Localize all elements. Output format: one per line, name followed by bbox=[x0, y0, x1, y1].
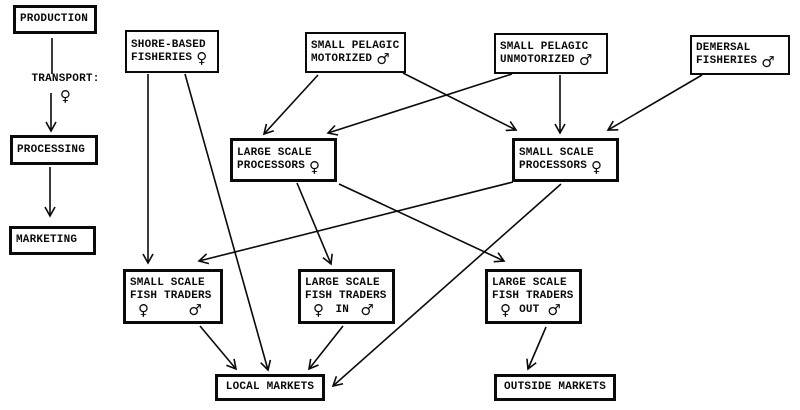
female-icon: ♀ bbox=[196, 49, 208, 67]
node-label: SMALL SCALE bbox=[130, 277, 205, 289]
female-icon: ♀ bbox=[59, 86, 72, 105]
node-label: FISHERIES bbox=[131, 51, 193, 64]
node-label: PRODUCTION bbox=[20, 13, 89, 25]
node-small-scale-fish-traders: SMALL SCALE FISH TRADERS ♀♂ bbox=[123, 269, 223, 324]
female-icon: ♀ bbox=[500, 301, 512, 319]
edge-pelagic_unmotorized-to-large_processors bbox=[326, 73, 513, 136]
node-label: PROCESSORS bbox=[237, 160, 306, 172]
node-label: FISHERIES bbox=[696, 55, 758, 67]
male-icon: ♂ bbox=[547, 301, 561, 319]
node-marketing: MARKETING bbox=[9, 226, 96, 255]
node-label: SMALL SCALE bbox=[519, 147, 594, 159]
male-icon: ♂ bbox=[578, 51, 593, 69]
node-production: PRODUCTION bbox=[13, 5, 97, 34]
female-icon: ♀ bbox=[313, 301, 325, 319]
node-label: TRANSPORT: bbox=[31, 72, 100, 85]
node-label: LOCAL MARKETS bbox=[225, 381, 315, 393]
edge-large_traders_in-to-local_markets bbox=[307, 325, 344, 371]
female-icon: ♀ bbox=[138, 301, 150, 319]
node-demersal-fisheries: DEMERSAL FISHERIES♂ bbox=[690, 35, 790, 75]
node-label: SMALL PELAGIC bbox=[500, 40, 589, 53]
edge-demersal-to-small_processors bbox=[606, 74, 703, 131]
node-label: LARGE SCALE bbox=[305, 276, 380, 289]
node-label: OUT bbox=[519, 303, 540, 316]
edge-shore_based-to-local_markets bbox=[184, 73, 272, 372]
male-icon: ♂ bbox=[761, 52, 775, 71]
node-label: OUTSIDE MARKETS bbox=[503, 381, 607, 393]
edge-large_traders_out-to-outside_markets bbox=[526, 326, 547, 371]
node-label: SHORE-BASED bbox=[131, 38, 206, 51]
node-local-markets: LOCAL MARKETS bbox=[215, 374, 325, 401]
male-icon: ♂ bbox=[376, 50, 390, 68]
node-label: SMALL PELAGIC bbox=[311, 39, 400, 52]
node-small-scale-processors: SMALL SCALE PROCESSORS♀ bbox=[512, 138, 619, 182]
node-label: MARKETING bbox=[16, 234, 78, 246]
male-icon: ♂ bbox=[188, 301, 202, 319]
node-label: DEMERSAL bbox=[696, 42, 751, 54]
node-label: UNMOTORIZED bbox=[500, 53, 575, 66]
female-icon: ♀ bbox=[591, 157, 603, 176]
edge-pelagic_motorized-to-large_processors bbox=[262, 74, 319, 136]
node-label: PROCESSING bbox=[17, 143, 86, 156]
node-label: LARGE SCALE bbox=[492, 276, 567, 289]
node-small-pelagic-unmotorized: SMALL PELAGIC UNMOTORIZED♂ bbox=[494, 33, 608, 74]
edge-pelagic_motorized-to-small_processors bbox=[402, 72, 518, 132]
node-processing: PROCESSING bbox=[10, 135, 98, 165]
node-outside-markets: OUTSIDE MARKETS bbox=[494, 374, 616, 401]
node-small-pelagic-motorized: SMALL PELAGIC MOTORIZED♂ bbox=[305, 32, 406, 73]
node-label: MOTORIZED bbox=[311, 52, 373, 65]
edge-small_traders-to-local_markets bbox=[199, 325, 238, 371]
node-transport: TRANSPORT:♀ bbox=[13, 73, 118, 104]
edge-large_processors-to-large_traders_in bbox=[296, 182, 333, 266]
edge-large_processors-to-large_traders_out bbox=[338, 183, 506, 263]
node-large-scale-processors: LARGE SCALE PROCESSORS♀ bbox=[230, 138, 337, 182]
node-shore-based-fisheries: SHORE-BASED FISHERIES♀ bbox=[125, 30, 219, 73]
node-large-scale-fish-traders-in: LARGE SCALE FISH TRADERS ♀IN♂ bbox=[298, 269, 395, 324]
edge-small_processors-to-small_traders bbox=[197, 181, 514, 265]
male-icon: ♂ bbox=[360, 301, 374, 319]
female-icon: ♀ bbox=[309, 157, 321, 176]
node-label: PROCESSORS bbox=[519, 160, 588, 172]
node-large-scale-fish-traders-out: LARGE SCALE FISH TRADERS ♀OUT♂ bbox=[485, 269, 582, 324]
node-label: IN bbox=[335, 303, 350, 316]
